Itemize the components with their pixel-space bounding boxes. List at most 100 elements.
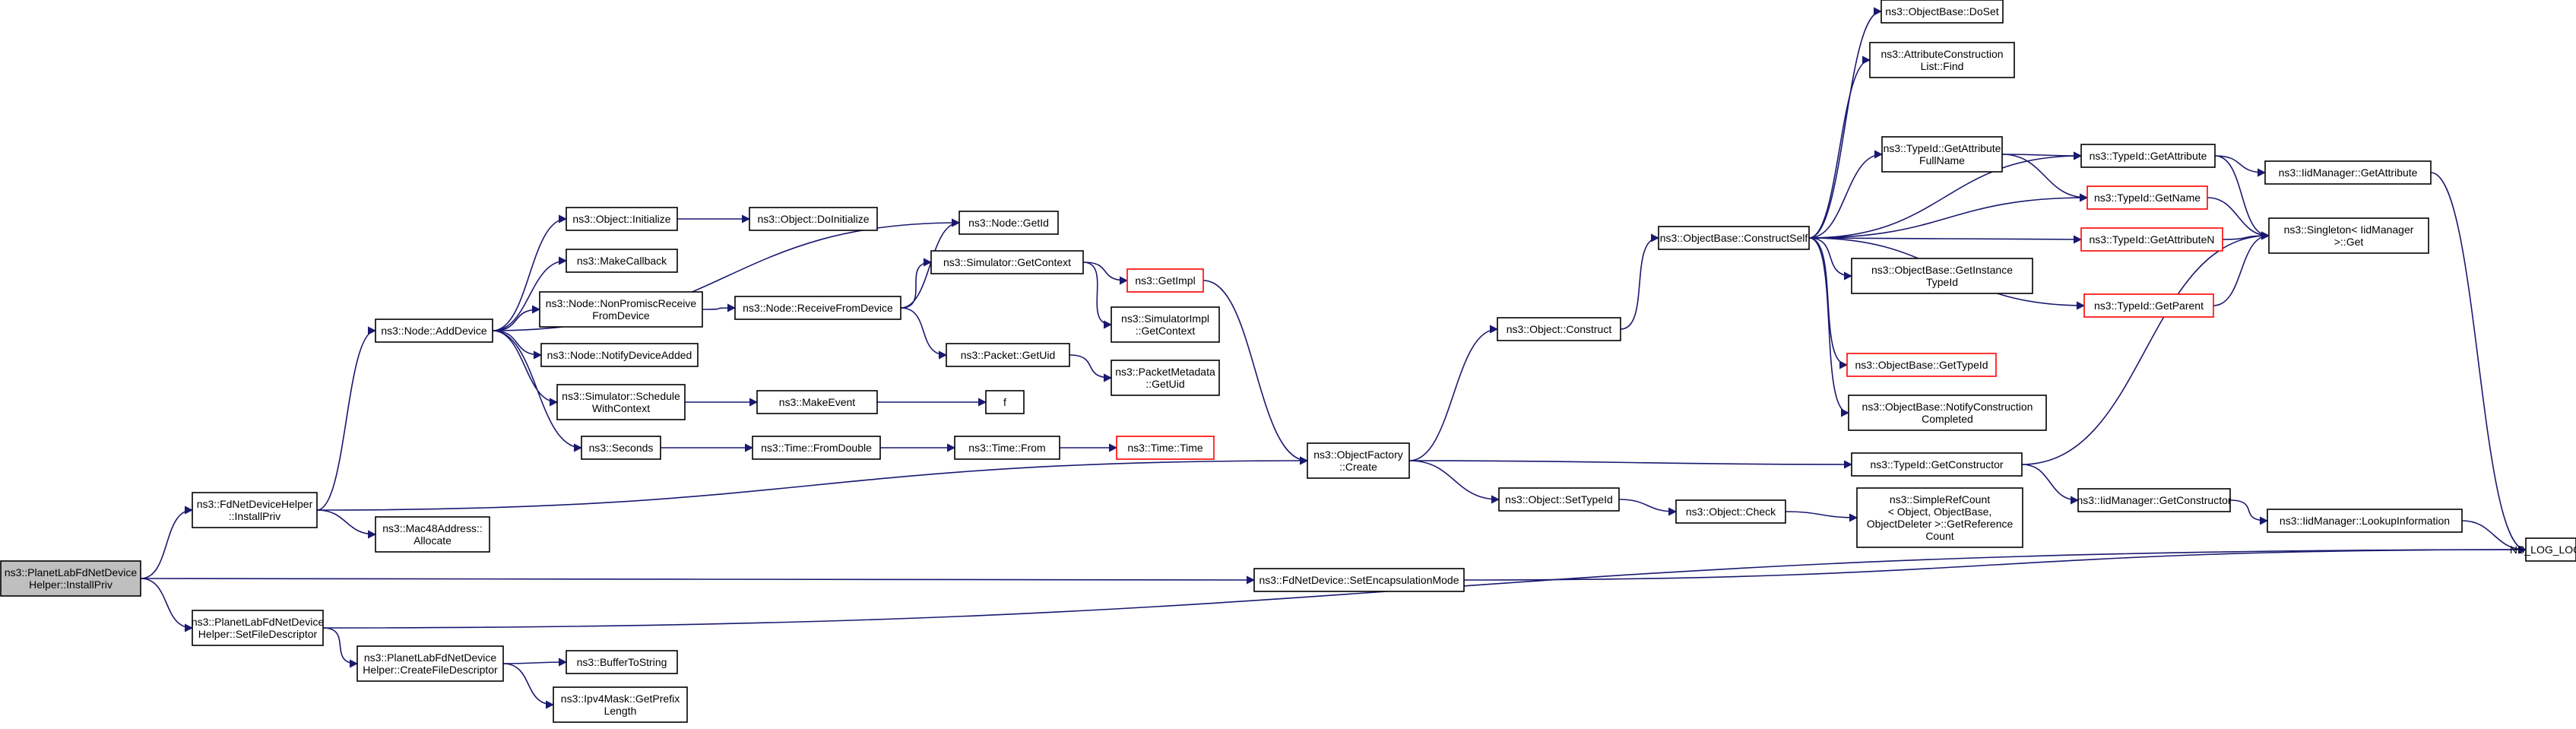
node-box[interactable] [1848,395,2047,431]
node-box[interactable] [756,390,878,414]
graph-node-time_fromdouble[interactable]: ns3::Time::FromDouble [752,436,881,460]
node-box[interactable] [566,207,678,231]
graph-node-typeid_getparent[interactable]: ns3::TypeId::GetParent [2083,293,2214,318]
node-box[interactable] [553,686,688,723]
graph-node-iidmgr_lookupinfo[interactable]: ns3::IidManager::LookupInformation [2267,509,2463,533]
node-box[interactable] [1497,317,1621,341]
graph-node-node_getid[interactable]: ns3::Node::GetId [958,211,1059,235]
graph-node-f[interactable]: f [985,390,1025,414]
graph-node-object_doinitialize[interactable]: ns3::Object::DoInitialize [749,207,878,231]
graph-node-packet_getuid[interactable]: ns3::Packet::GetUid [946,343,1070,367]
node-box[interactable] [2080,144,2216,168]
node-box[interactable] [1111,306,1220,343]
node-box[interactable] [540,343,699,367]
node-box[interactable] [954,436,1060,460]
graph-node-iidmgr_getattribute[interactable]: ns3::IidManager::GetAttribute [2264,160,2432,185]
node-box[interactable] [2525,537,2576,562]
graph-node-object_construct[interactable]: ns3::Object::Construct [1497,317,1621,341]
node-box[interactable] [1851,258,2033,294]
graph-node-object_settypeid[interactable]: ns3::Object::SetTypeId [1498,487,1620,512]
graph-node-fdnd_setencap[interactable]: ns3::FdNetDevice::SetEncapsulationMode [1253,568,1465,592]
graph-node-objbase_gettypeid[interactable]: ns3::ObjectBase::GetTypeId [1846,353,1997,377]
node-box[interactable] [539,291,703,328]
node-box[interactable] [356,645,504,682]
graph-node-node_receive[interactable]: ns3::Node::ReceiveFromDevice [734,296,901,320]
graph-node-make_event[interactable]: ns3::MakeEvent [756,390,878,414]
graph-node-ns_log_logic[interactable]: NS_LOG_LOGIC [2510,537,2576,562]
node-box[interactable] [1846,353,1997,377]
graph-node-set_fd[interactable]: ns3::PlanetLabFdNetDeviceHelper::SetFile… [192,610,325,646]
node-box[interactable] [749,207,878,231]
graph-node-objbase_doset[interactable]: ns3::ObjectBase::DoSet [1881,0,2004,24]
graph-node-simimpl_getcontext[interactable]: ns3::SimulatorImpl::GetContext [1111,306,1220,343]
node-box[interactable] [946,343,1070,367]
node-box[interactable] [2267,509,2463,533]
graph-node-make_callback[interactable]: ns3::MakeCallback [566,249,678,273]
node-box[interactable] [930,250,1084,274]
node-box[interactable] [2077,488,2231,512]
graph-node-objbase_notifyconst[interactable]: ns3::ObjectBase::NotifyConstructionCompl… [1848,395,2047,431]
graph-node-typeid_getname[interactable]: ns3::TypeId::GetName [2086,185,2208,210]
graph-node-object_initialize[interactable]: ns3::Object::Initialize [566,207,678,231]
node-box[interactable] [192,610,324,646]
graph-node-typeid_getattribute[interactable]: ns3::TypeId::GetAttribute [2080,144,2216,168]
graph-node-mac48_allocate[interactable]: ns3::Mac48Address::Allocate [375,516,490,553]
graph-node-create_fd[interactable]: ns3::PlanetLabFdNetDeviceHelper::CreateF… [356,645,504,682]
graph-node-object_check[interactable]: ns3::Object::Check [1675,499,1786,524]
node-box[interactable] [752,436,881,460]
graph-node-singleton_get[interactable]: ns3::Singleton< IidManager>::Get [2268,217,2429,254]
node-box[interactable] [1881,136,2003,173]
node-box[interactable] [566,650,678,674]
node-box[interactable] [566,249,678,273]
node-box[interactable] [985,390,1025,414]
node-box[interactable] [958,211,1059,235]
graph-node-sim_getcontext[interactable]: ns3::Simulator::GetContext [930,250,1084,274]
graph-node-getimpl[interactable]: ns3::GetImpl [1126,268,1204,293]
node-box[interactable] [1675,499,1786,524]
node-box[interactable] [1253,568,1465,592]
node-box[interactable] [375,516,490,553]
node-box[interactable] [2080,227,2223,252]
graph-node-typeid_getconstructor[interactable]: ns3::TypeId::GetConstructor [1851,452,2023,477]
node-box[interactable] [1869,42,2015,78]
node-box[interactable] [1307,442,1410,479]
node-box[interactable] [1111,360,1220,396]
node-box[interactable] [0,560,141,597]
graph-node-typeid_getattributen[interactable]: ns3::TypeId::GetAttributeN [2080,227,2223,252]
node-box[interactable] [1658,226,1810,250]
node-box[interactable] [581,436,661,460]
node-box[interactable] [1851,452,2023,477]
node-box[interactable] [734,296,901,320]
graph-node-simplerefcount[interactable]: ns3::SimpleRefCount< Object, ObjectBase,… [1856,487,2023,548]
node-box[interactable] [1881,0,2004,24]
graph-node-fdndh_install[interactable]: ns3::FdNetDeviceHelper::InstallPriv [192,492,318,528]
graph-node-time_from[interactable]: ns3::Time::From [954,436,1060,460]
graph-node-objfactory_create[interactable]: ns3::ObjectFactory::Create [1307,442,1410,479]
graph-node-node_notify[interactable]: ns3::Node::NotifyDeviceAdded [540,343,699,367]
graph-node-buffer_to_string[interactable]: ns3::BufferToString [566,650,678,674]
node-box[interactable] [1856,487,2023,548]
node-box[interactable] [1116,436,1215,460]
node-box[interactable] [1126,268,1204,293]
graph-node-objbase_constructself[interactable]: ns3::ObjectBase::ConstructSelf [1658,226,1810,250]
node-box[interactable] [1498,487,1620,512]
node-box[interactable] [2086,185,2208,210]
node-box[interactable] [192,492,318,528]
node-box[interactable] [375,319,493,343]
graph-node-time_time[interactable]: ns3::Time::Time [1116,436,1215,460]
node-box[interactable] [2268,217,2429,254]
node-box[interactable] [556,384,686,420]
graph-node-node_add_device[interactable]: ns3::Node::AddDevice [375,319,493,343]
graph-node-iidmgr_getconstructor[interactable]: ns3::IidManager::GetConstructor [2077,488,2232,512]
graph-node-seconds[interactable]: ns3::Seconds [581,436,661,460]
graph-node-packetmeta_getuid[interactable]: ns3::PacketMetadata::GetUid [1111,360,1220,396]
node-box[interactable] [2264,160,2432,185]
node-box[interactable] [2083,293,2214,318]
graph-node-root[interactable]: ns3::PlanetLabFdNetDeviceHelper::Install… [0,560,141,597]
